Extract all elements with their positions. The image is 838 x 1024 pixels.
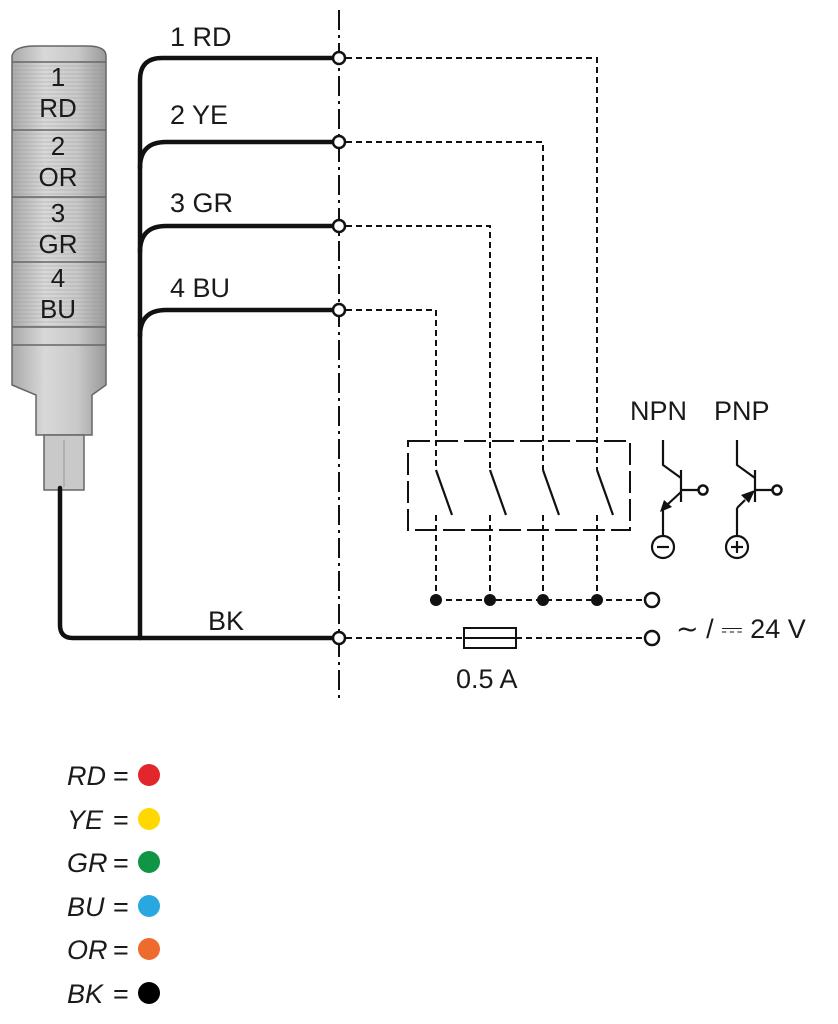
legend-swatch-bk (138, 982, 160, 1004)
segment-4-code: BU (40, 294, 76, 324)
signal-tower: 1 RD 2 OR 3 GR 4 BU (11, 45, 107, 491)
legend-equals: = (113, 805, 129, 835)
legend-equals: = (113, 979, 129, 1009)
color-legend: RD = YE = GR = BU = OR = BK = (67, 761, 160, 1009)
npn-transistor-symbol: NPN (630, 396, 709, 560)
wire-label-common: BK (208, 606, 244, 636)
legend-item-ye: YE = (67, 805, 160, 835)
wire-label-4: 4 BU (170, 273, 230, 303)
pnp-transistor-symbol: PNP (714, 396, 783, 560)
legend-item-or: OR = (67, 935, 160, 965)
segment-4-number: 4 (51, 263, 65, 293)
legend-label-bu: BU (67, 892, 105, 922)
pnp-label: PNP (714, 396, 770, 426)
legend-label-ye: YE (67, 805, 104, 835)
legend-label-rd: RD (67, 761, 106, 791)
legend-label-bk: BK (67, 979, 104, 1009)
wire-label-2: 2 YE (170, 100, 228, 130)
supply-terminal-switched (643, 591, 661, 609)
legend-item-gr: GR = (67, 848, 160, 878)
segment-2-code: OR (39, 162, 78, 192)
legend-item-rd: RD = (67, 761, 160, 791)
switch-box (407, 440, 631, 531)
boundary-terminals (331, 50, 347, 646)
segment-1-code: RD (39, 93, 77, 123)
legend-item-bu: BU = (67, 892, 160, 922)
segment-2-number: 2 (51, 131, 65, 161)
legend-equals: = (113, 935, 129, 965)
npn-label: NPN (630, 396, 687, 426)
wire-label-1: 1 RD (170, 22, 232, 52)
legend-swatch-bu (138, 895, 160, 917)
wire-label-3: 3 GR (170, 188, 233, 218)
switch-contacts (434, 469, 615, 516)
legend-equals: = (113, 892, 129, 922)
legend-equals: = (113, 761, 129, 791)
fuse-rating: 0.5 A (456, 664, 518, 694)
legend-swatch-ye (138, 808, 160, 830)
supply-terminal-common (643, 629, 661, 647)
segment-3-code: GR (39, 229, 78, 259)
legend-swatch-gr (138, 851, 160, 873)
legend-label-gr: GR (67, 848, 108, 878)
legend-swatch-or (138, 938, 160, 960)
cable-wires (57, 55, 338, 641)
legend-swatch-rd (138, 764, 160, 786)
segment-3-number: 3 (51, 198, 65, 228)
external-wiring (346, 57, 646, 639)
junction-dots (430, 594, 603, 606)
legend-item-bk: BK = (67, 979, 160, 1009)
legend-equals: = (113, 848, 129, 878)
segment-1-number: 1 (51, 62, 65, 92)
legend-label-or: OR (67, 935, 108, 965)
supply-voltage-label: ∼ / ⎓ 24 V (676, 614, 806, 644)
